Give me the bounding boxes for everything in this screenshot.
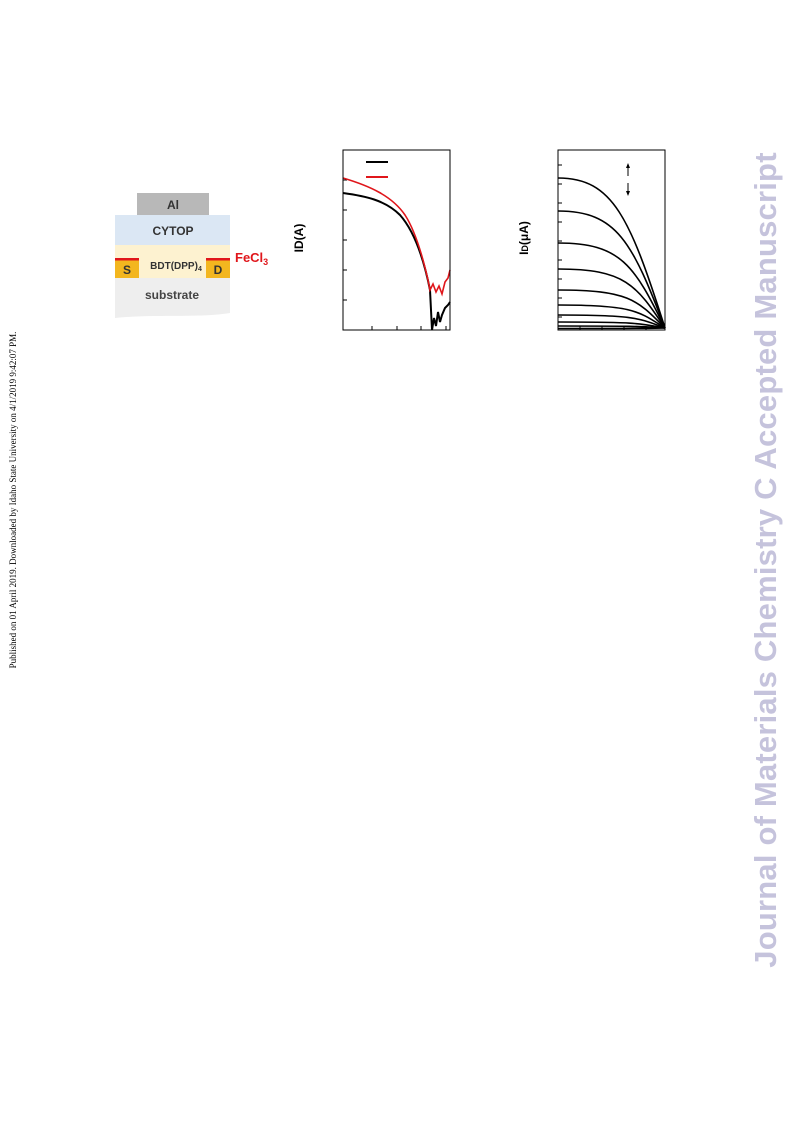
semiconductor-subscript: 4 xyxy=(198,266,202,273)
output-ylabel: ID(μA) xyxy=(517,221,531,255)
transfer-plot-frame xyxy=(342,149,451,331)
output-plot-frame xyxy=(557,149,666,331)
transfer-series-black xyxy=(342,192,451,331)
output-curve xyxy=(557,210,666,329)
source-electrode xyxy=(115,260,139,278)
output-curve xyxy=(557,177,666,329)
semiconductor-label: BDT(DPP)4 xyxy=(150,261,202,273)
dopant-name: FeCl xyxy=(235,250,263,265)
source-label: S xyxy=(123,263,131,277)
output-curve xyxy=(557,242,666,329)
transfer-ylabel: ID(A) xyxy=(292,224,306,253)
transfer-chart: ID(A) xyxy=(292,149,451,331)
substrate-layer xyxy=(115,278,230,318)
al-layer xyxy=(137,193,209,215)
cytop-layer xyxy=(115,215,230,245)
arrow-down-icon xyxy=(626,183,630,196)
output-chart: ID(μA) xyxy=(517,149,666,331)
transfer-axis-ticks xyxy=(343,179,447,330)
substrate-label: substrate xyxy=(145,288,199,302)
output-curve xyxy=(557,304,666,329)
al-label: Al xyxy=(167,198,179,212)
output-curve xyxy=(557,289,666,329)
semiconductor-name: BDT(DPP) xyxy=(150,261,198,272)
output-curve xyxy=(557,327,666,330)
dopant-line-drain xyxy=(206,258,230,261)
dopant-subscript: 3 xyxy=(263,257,268,267)
drain-electrode xyxy=(206,260,230,278)
output-curves xyxy=(557,177,666,330)
arrow-up-icon xyxy=(626,163,630,176)
output-curve xyxy=(557,321,666,329)
output-curve xyxy=(557,314,666,329)
drain-label: D xyxy=(214,263,223,277)
device-schematic: Al CYTOP BDT(DPP)4 S D substrate FeCl3 xyxy=(115,193,268,318)
output-curve xyxy=(557,268,666,329)
dopant-line-source xyxy=(115,258,139,261)
transfer-series-red xyxy=(342,177,451,297)
cytop-label: CYTOP xyxy=(152,224,193,238)
dopant-label: FeCl3 xyxy=(235,250,268,267)
